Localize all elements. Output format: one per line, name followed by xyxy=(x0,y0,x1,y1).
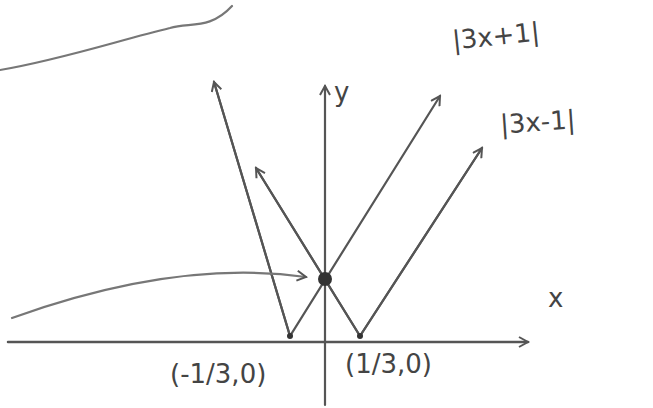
graph-3x-minus-1 xyxy=(256,148,482,336)
x-axis xyxy=(8,341,528,344)
function-label: |3x+1| xyxy=(451,17,541,55)
pointer-curve xyxy=(12,273,306,318)
intersection-dot xyxy=(318,272,332,286)
vertex-dot xyxy=(357,333,363,339)
y-axis xyxy=(324,86,326,405)
graph-3x-minus-1-right-arrow xyxy=(360,148,482,336)
point-label: (-1/3,0) xyxy=(170,360,266,389)
function-label: |3x-1| xyxy=(499,105,576,139)
graph-3x-plus-1 xyxy=(214,82,440,336)
axis-label: y xyxy=(334,78,349,107)
scribble xyxy=(0,6,232,70)
point-label: (1/3,0) xyxy=(345,350,432,379)
graph-3x-minus-1-left-arrow xyxy=(256,168,360,336)
graph-3x-plus-1-left-arrow xyxy=(214,82,290,336)
axis-label: x xyxy=(548,284,563,313)
vertex-dot xyxy=(287,333,293,339)
